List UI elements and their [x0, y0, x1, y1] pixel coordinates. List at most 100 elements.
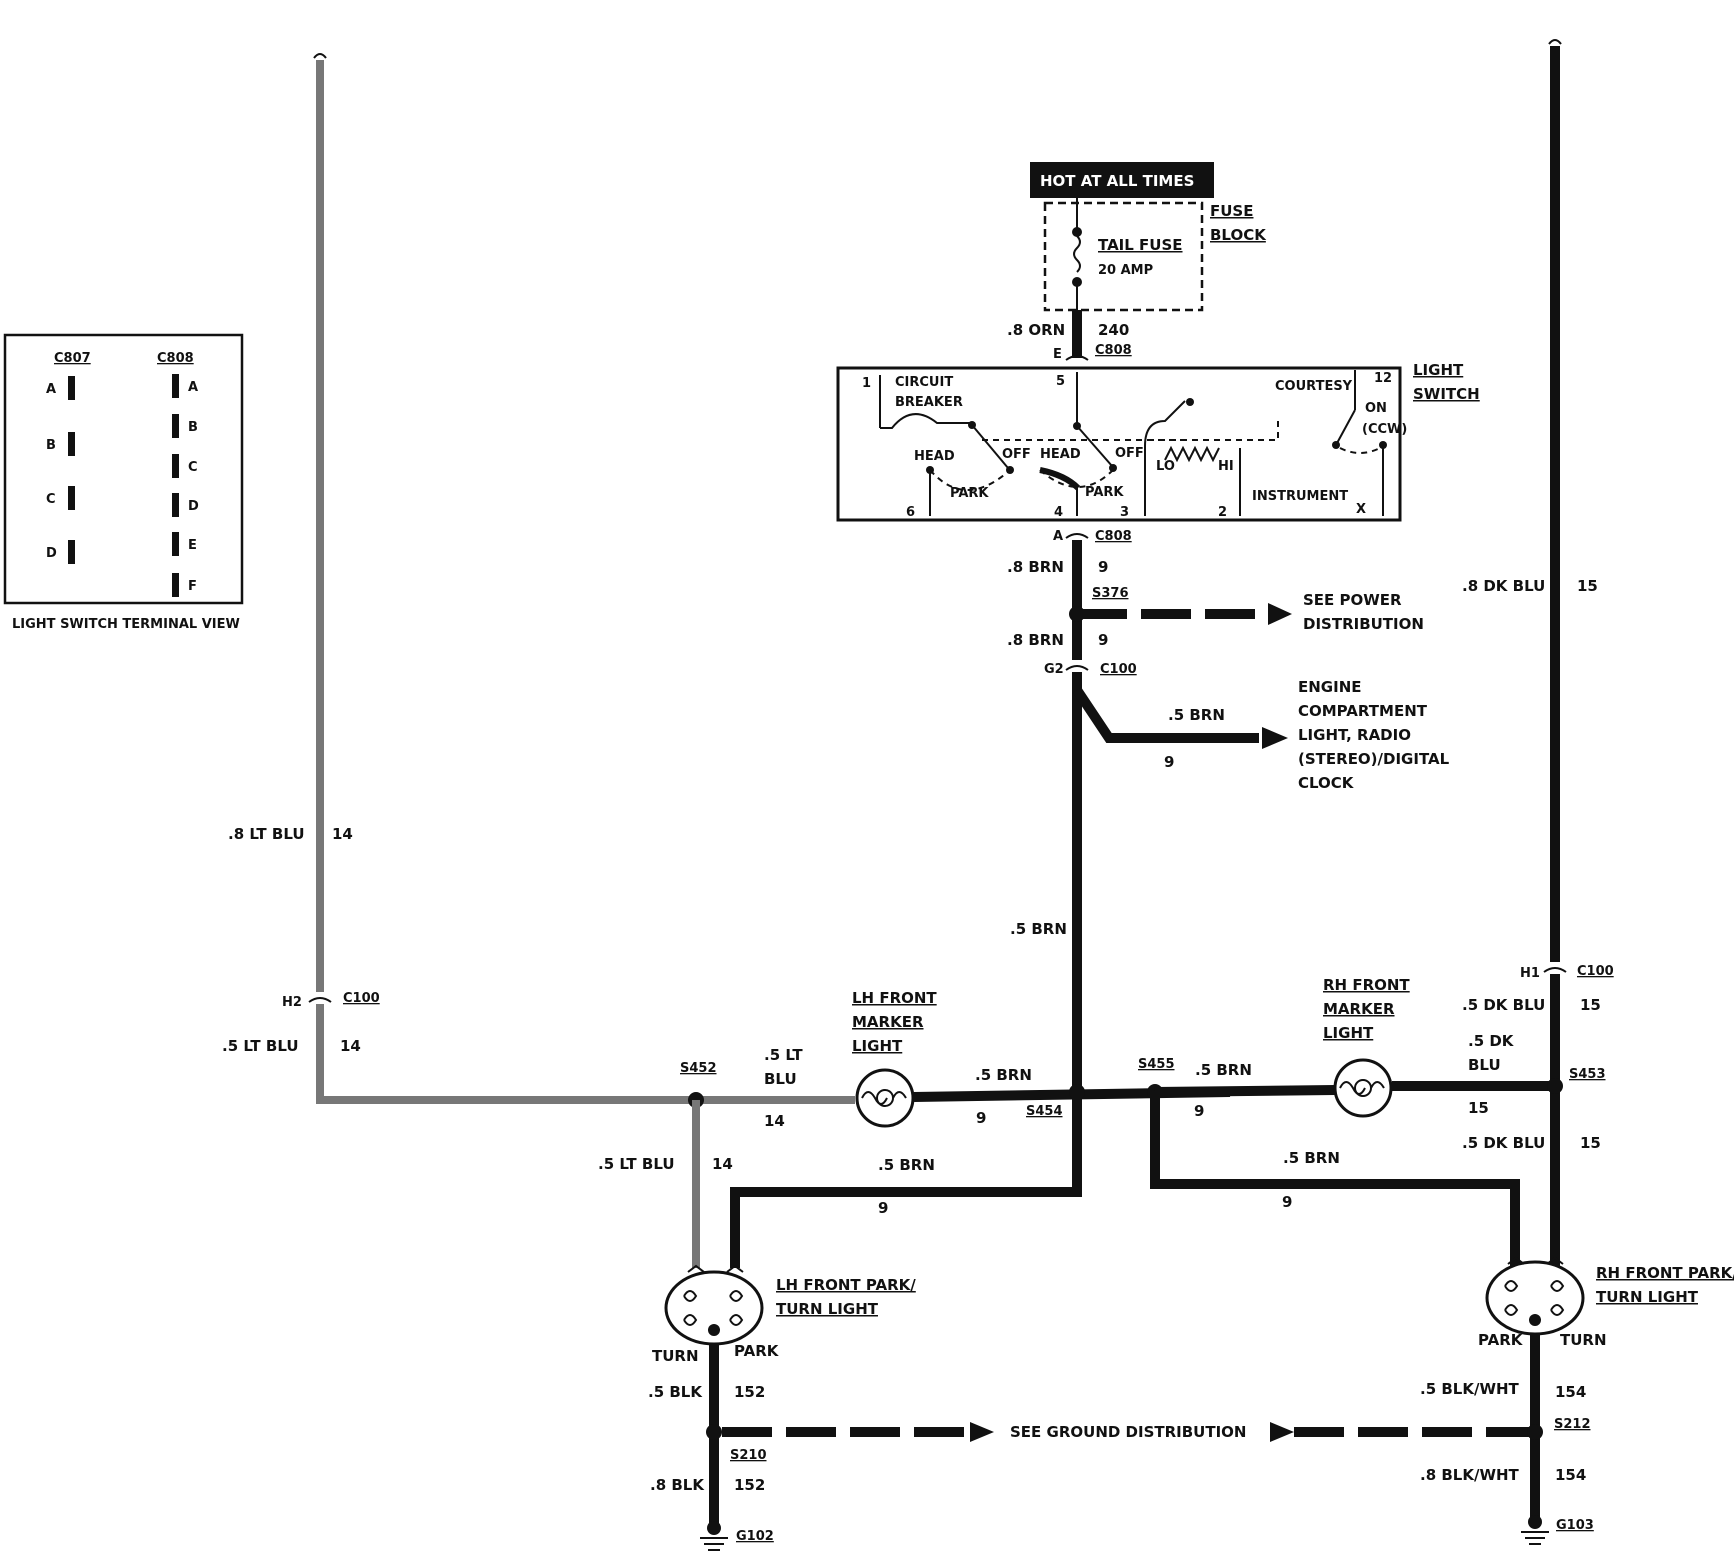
- arrow-ground-right-icon: [1270, 1422, 1294, 1442]
- ground-g102-icon: [700, 1521, 728, 1551]
- svg-text:COMPARTMENT: COMPARTMENT: [1298, 702, 1428, 720]
- svg-text:CLOCK: CLOCK: [1298, 774, 1355, 792]
- arrow-engine-icon: [1262, 727, 1288, 749]
- svg-text:LH FRONT PARK/: LH FRONT PARK/: [776, 1276, 916, 1294]
- connector-c100-right-icon: [1543, 967, 1567, 973]
- svg-text:BREAKER: BREAKER: [895, 395, 963, 410]
- c808-top-label: C808: [1095, 343, 1132, 358]
- splice-s212: [1527, 1424, 1543, 1440]
- svg-text:SEE POWER: SEE POWER: [1303, 591, 1402, 609]
- svg-text:MARKER: MARKER: [852, 1013, 924, 1031]
- fuse-rating-label: 20 AMP: [1098, 263, 1153, 278]
- svg-text:6: 6: [906, 505, 915, 520]
- svg-text:9: 9: [1194, 1102, 1204, 1120]
- splice-s453: [1547, 1078, 1563, 1094]
- svg-text:S452: S452: [680, 1061, 717, 1076]
- terminal-view-panel: C807 C808 A B C D A B C D E F: [3, 333, 244, 605]
- svg-text:.5 DK BLU: .5 DK BLU: [1462, 996, 1545, 1014]
- svg-text:H1: H1: [1520, 966, 1540, 981]
- fuse-block: TAIL FUSE 20 AMP: [1043, 198, 1204, 312]
- svg-text:154: 154: [1555, 1466, 1586, 1484]
- rh-park-turn-lamp-icon: [1485, 1256, 1585, 1336]
- c808-pin-c: C: [188, 460, 198, 475]
- svg-text:CIRCUIT: CIRCUIT: [895, 375, 953, 390]
- svg-text:PARK: PARK: [734, 1342, 780, 1360]
- svg-text:LO: LO: [1156, 459, 1175, 474]
- svg-text:.5 LT: .5 LT: [764, 1046, 803, 1064]
- c100-left-label: C100: [343, 991, 380, 1006]
- svg-text:152: 152: [734, 1476, 765, 1494]
- svg-text:5: 5: [1056, 374, 1065, 389]
- svg-text:.5 BRN: .5 BRN: [878, 1156, 935, 1174]
- c100-right-label: C100: [1577, 964, 1614, 979]
- svg-text:14: 14: [332, 825, 353, 843]
- connector-c100-left-icon: [308, 997, 332, 1003]
- svg-text:15: 15: [1580, 996, 1601, 1014]
- svg-text:(CCW): (CCW): [1362, 422, 1407, 437]
- svg-text:15: 15: [1468, 1099, 1489, 1117]
- tail-fuse-label: TAIL FUSE: [1098, 236, 1183, 254]
- svg-text:ENGINE: ENGINE: [1298, 678, 1362, 696]
- svg-text:9: 9: [1164, 753, 1174, 771]
- light-switch-title-2: SWITCH: [1413, 385, 1480, 403]
- svg-text:9: 9: [976, 1109, 986, 1127]
- c808-pin-f: F: [188, 579, 197, 594]
- svg-text:1: 1: [862, 376, 871, 391]
- fuse-block-title-1: FUSE: [1210, 202, 1253, 220]
- c807-pin-a: A: [46, 382, 56, 397]
- c808-pin-e: E: [188, 538, 197, 553]
- svg-text:RH FRONT: RH FRONT: [1323, 976, 1410, 994]
- svg-text:.5 BRN: .5 BRN: [1195, 1061, 1252, 1079]
- svg-text:154: 154: [1555, 1383, 1586, 1401]
- svg-text:X: X: [1356, 502, 1366, 517]
- svg-text:G103: G103: [1556, 1518, 1594, 1533]
- svg-text:SEE GROUND DISTRIBUTION: SEE GROUND DISTRIBUTION: [1010, 1423, 1246, 1441]
- svg-text:PARK: PARK: [950, 486, 989, 501]
- connector-c808-top-icon: [1065, 355, 1089, 361]
- c807-pin-b: B: [46, 438, 56, 453]
- svg-text:4: 4: [1054, 505, 1063, 520]
- light-switch: 1 CIRCUIT BREAKER HEAD OFF PARK 6 5 HEAD…: [836, 366, 1407, 522]
- svg-text:.8 LT BLU: .8 LT BLU: [228, 825, 305, 843]
- svg-text:3: 3: [1120, 505, 1129, 520]
- svg-text:.5 BRN: .5 BRN: [1168, 706, 1225, 724]
- svg-text:152: 152: [734, 1383, 765, 1401]
- c808-pin-b: B: [188, 420, 198, 435]
- svg-text:G102: G102: [736, 1529, 774, 1544]
- svg-text:OFF: OFF: [1002, 447, 1031, 462]
- svg-text:.8 BLK: .8 BLK: [650, 1476, 705, 1494]
- svg-text:TURN: TURN: [1560, 1331, 1607, 1349]
- fuse-block-title-2: BLOCK: [1210, 226, 1267, 244]
- svg-text:TURN: TURN: [652, 1347, 699, 1365]
- svg-text:TURN LIGHT: TURN LIGHT: [776, 1300, 879, 1318]
- lh-marker-lamp-icon: [855, 1068, 915, 1128]
- svg-text:BLU: BLU: [1468, 1056, 1501, 1074]
- svg-text:A: A: [1053, 529, 1063, 544]
- svg-text:.8 BRN: .8 BRN: [1007, 558, 1064, 576]
- c807-pin-d: D: [46, 546, 57, 561]
- svg-text:PARK: PARK: [1085, 485, 1124, 500]
- svg-text:.5 BLK: .5 BLK: [648, 1383, 703, 1401]
- svg-text:.5 BRN: .5 BRN: [1283, 1149, 1340, 1167]
- c808-pin-d: D: [188, 499, 199, 514]
- svg-text:S376: S376: [1092, 586, 1129, 601]
- c807-label: C807: [54, 351, 91, 366]
- svg-text:2: 2: [1218, 505, 1227, 520]
- svg-text:DISTRIBUTION: DISTRIBUTION: [1303, 615, 1424, 633]
- svg-text:RH FRONT PARK/: RH FRONT PARK/: [1596, 1264, 1734, 1282]
- svg-text:G2: G2: [1044, 662, 1064, 677]
- svg-text:9: 9: [1098, 631, 1108, 649]
- c808-label: C808: [157, 351, 194, 366]
- light-switch-title-1: LIGHT: [1413, 361, 1464, 379]
- svg-text:.5 BLK/WHT: .5 BLK/WHT: [1420, 1380, 1520, 1398]
- wire-break-right-icon: [1548, 39, 1562, 45]
- svg-text:.5 BRN: .5 BRN: [975, 1066, 1032, 1084]
- connector-c100-center-icon: [1065, 665, 1089, 671]
- wire-break-left-icon: [313, 53, 327, 59]
- rh-marker-lamp-icon: [1333, 1058, 1393, 1118]
- c808-pin-a: A: [188, 380, 198, 395]
- svg-text:(STEREO)/DIGITAL: (STEREO)/DIGITAL: [1298, 750, 1450, 768]
- svg-text:OFF: OFF: [1115, 446, 1144, 461]
- c807-pin-c: C: [46, 492, 56, 507]
- lh-park-turn-lamp-icon: [664, 1264, 764, 1346]
